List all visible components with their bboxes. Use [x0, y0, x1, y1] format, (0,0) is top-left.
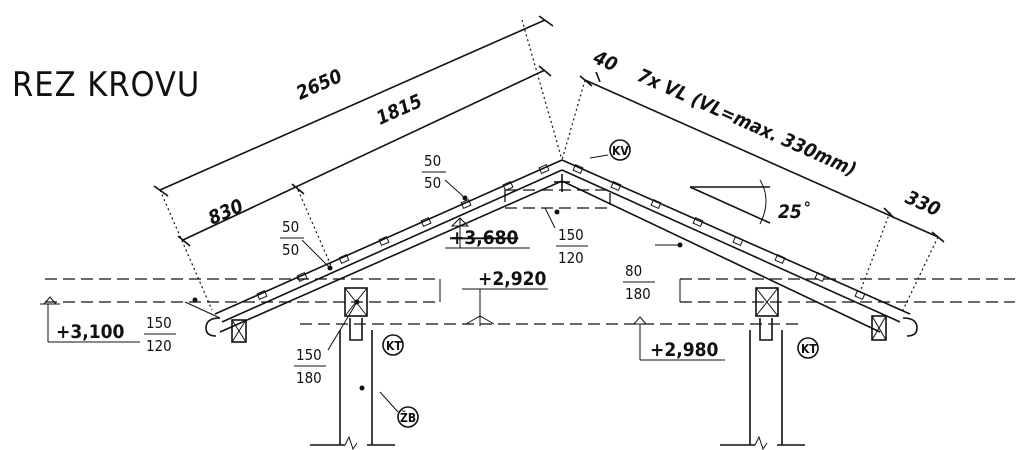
tag-kt-left: KT	[382, 334, 404, 356]
section-ridge-purlin: 150 120	[556, 226, 588, 267]
dim-ridge-gap: 40	[589, 46, 621, 76]
svg-text:KV: KV	[612, 144, 629, 158]
svg-text:120: 120	[558, 249, 584, 267]
svg-text:50: 50	[282, 218, 299, 236]
section-eave-purlin: 150 120	[144, 314, 176, 355]
svg-text:50: 50	[282, 241, 299, 259]
angle-symbol	[689, 179, 771, 225]
level-mid: +2,920	[478, 268, 546, 290]
gutters	[205, 317, 918, 337]
leaders	[192, 154, 683, 413]
svg-text:180: 180	[296, 369, 322, 387]
section-batten-upper: 50 50	[422, 152, 446, 192]
tag-kv: KV	[609, 139, 631, 161]
svg-text:50: 50	[424, 152, 441, 170]
dim-total: 2650	[293, 65, 346, 104]
svg-text:80: 80	[625, 262, 642, 280]
eave-purlins	[231, 315, 887, 343]
tag-zb: ŽB	[397, 406, 419, 428]
svg-text:KT: KT	[386, 339, 402, 353]
battens	[256, 163, 866, 301]
roof-angle: 25˚	[778, 200, 810, 223]
tag-kt-right: KT	[797, 337, 819, 359]
columns	[310, 287, 805, 450]
level-right: +2,980	[650, 339, 718, 361]
dashed-lines	[45, 189, 1015, 325]
svg-text:150: 150	[296, 346, 322, 364]
section-column-purlin: 150 180	[294, 346, 326, 387]
dim-eave-batten: 330	[902, 186, 944, 221]
svg-text:180: 180	[625, 285, 651, 303]
dim-upper: 1815	[373, 90, 426, 129]
drawing-title: REZ KROVU	[12, 65, 200, 105]
section-rafter: 80 180	[623, 262, 655, 303]
dim-lower: 830	[205, 195, 247, 230]
svg-text:120: 120	[146, 337, 172, 355]
section-batten-lower: 50 50	[280, 218, 304, 259]
dimension-lines	[153, 15, 945, 313]
level-left: +3,100	[56, 321, 124, 343]
svg-text:150: 150	[558, 226, 584, 244]
svg-text:50: 50	[424, 174, 441, 192]
svg-text:ŽB: ŽB	[400, 410, 416, 425]
level-ridge: +3,680	[450, 227, 518, 249]
dim-batten-spacing: 7x VL (VL=max. 330mm)	[634, 64, 860, 181]
level-markers	[40, 217, 725, 361]
svg-text:KT: KT	[801, 342, 817, 356]
svg-text:150: 150	[146, 314, 172, 332]
